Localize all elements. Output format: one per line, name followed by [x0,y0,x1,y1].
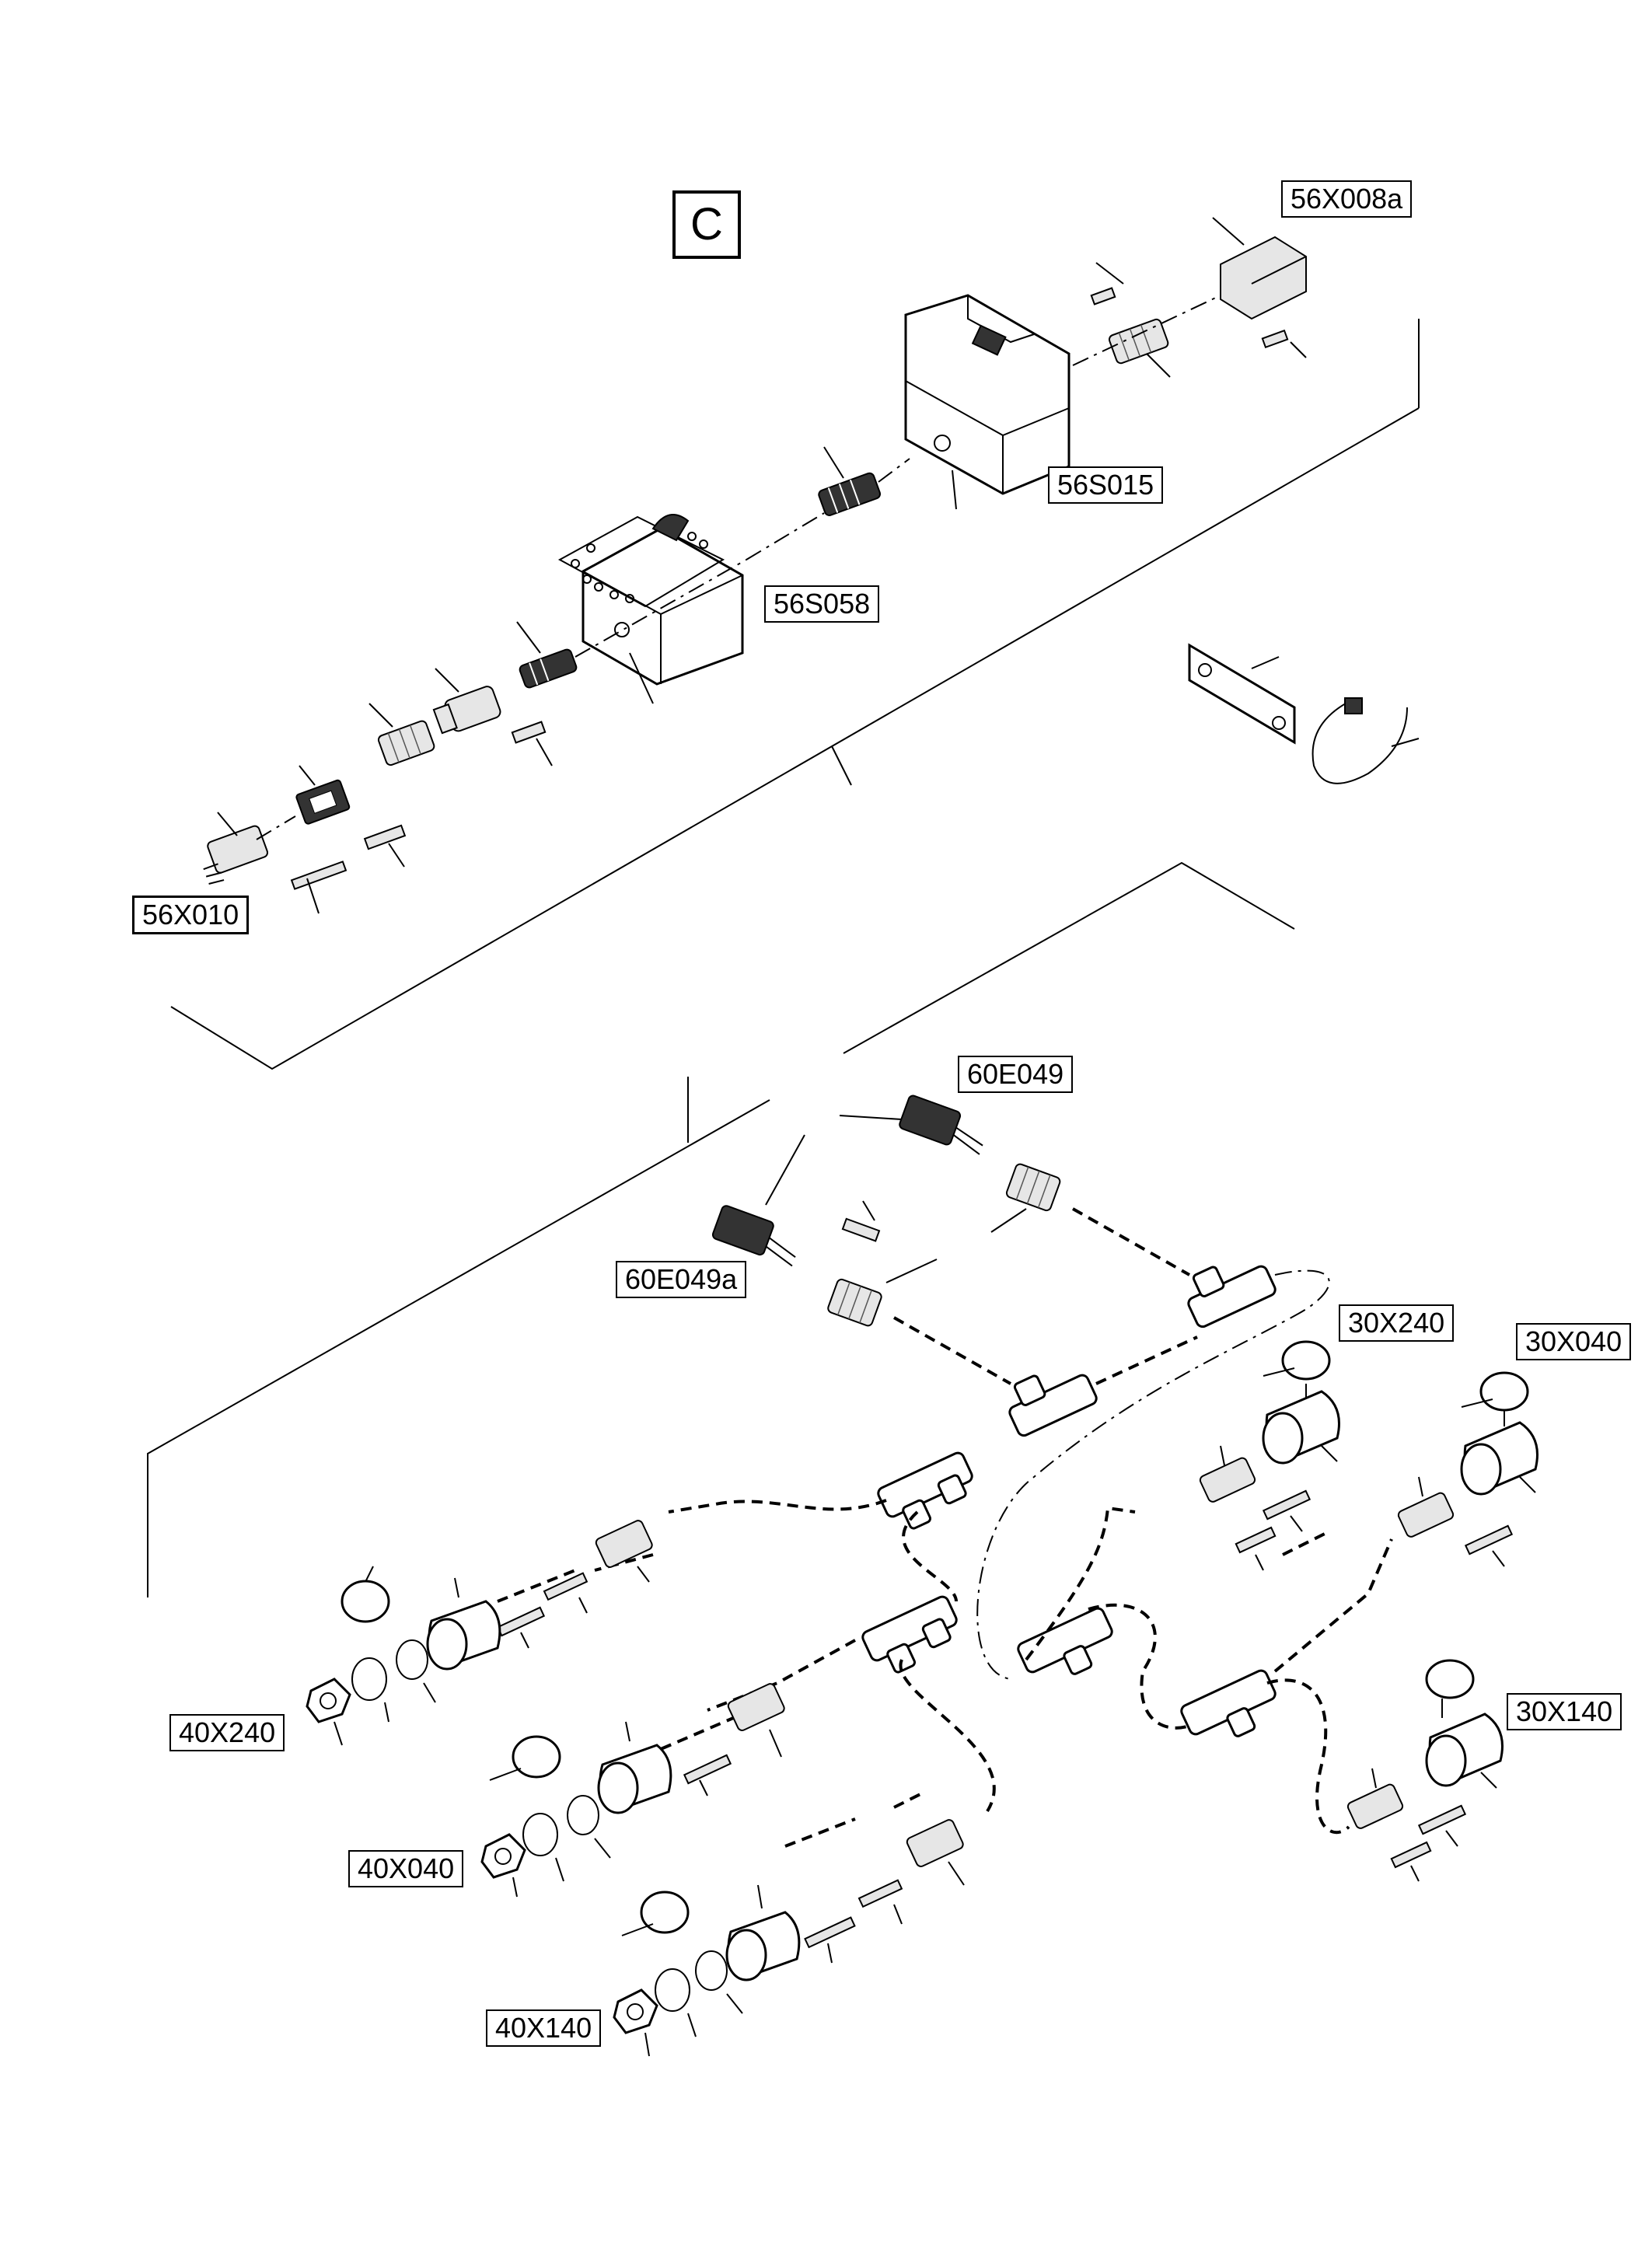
label-40X240: 40X240 [169,1714,285,1751]
label-30X040: 30X040 [1516,1323,1632,1360]
connector-30X240 [1199,1340,1340,1571]
connector-40X040 [480,1683,785,1898]
switch-56S015 [904,294,1070,510]
label-60E049a: 60E049a [616,1261,747,1298]
label-56X008a: 56X008a [1281,180,1413,218]
label-56X010: 56X010 [132,896,250,934]
label-60E049: 60E049 [958,1056,1074,1093]
sensor-60E049 [839,1095,1190,1276]
label-40X140: 40X140 [486,2009,602,2047]
label-56S015: 56S015 [1048,466,1164,504]
sensor-60E049a [711,1134,1011,1385]
connector-30X040 [1397,1371,1538,1567]
label-56S058: 56S058 [764,585,880,623]
connector-30X140 [1346,1659,1504,1882]
connector-40X140 [613,1819,965,2057]
connector-40X240 [306,1520,653,1746]
t-junctions [861,1265,1277,1737]
upper-group-outline [170,319,1420,1070]
switch-56S058 [557,514,744,704]
label-30X140: 30X140 [1507,1693,1622,1730]
plug-56X008a [1072,217,1307,378]
label-30X240: 30X240 [1339,1304,1455,1342]
plug-between-switches [746,446,910,560]
bracket-and-tie [1188,643,1420,784]
harness-routing [497,1269,1393,1848]
view-marker: C [672,190,741,259]
label-40X040: 40X040 [348,1850,464,1887]
lower-group-outline [147,861,1295,1597]
plug-chain-56X010 [203,559,747,914]
